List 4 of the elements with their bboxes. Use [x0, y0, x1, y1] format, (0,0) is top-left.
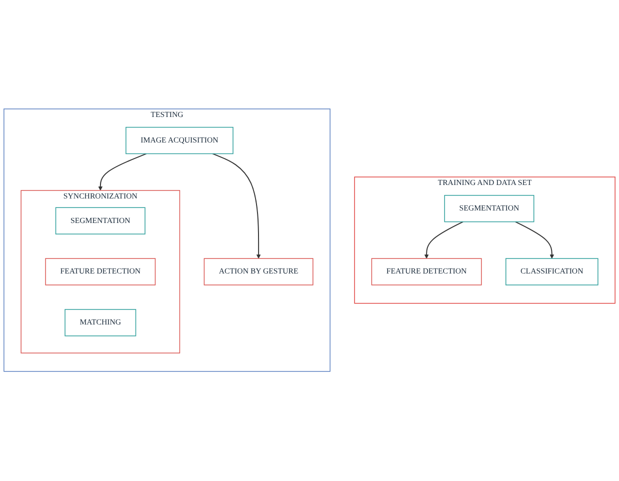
arrow: [514, 222, 554, 260]
arrow: [212, 154, 261, 260]
arrow: [98, 154, 147, 191]
arrow: [424, 222, 464, 260]
